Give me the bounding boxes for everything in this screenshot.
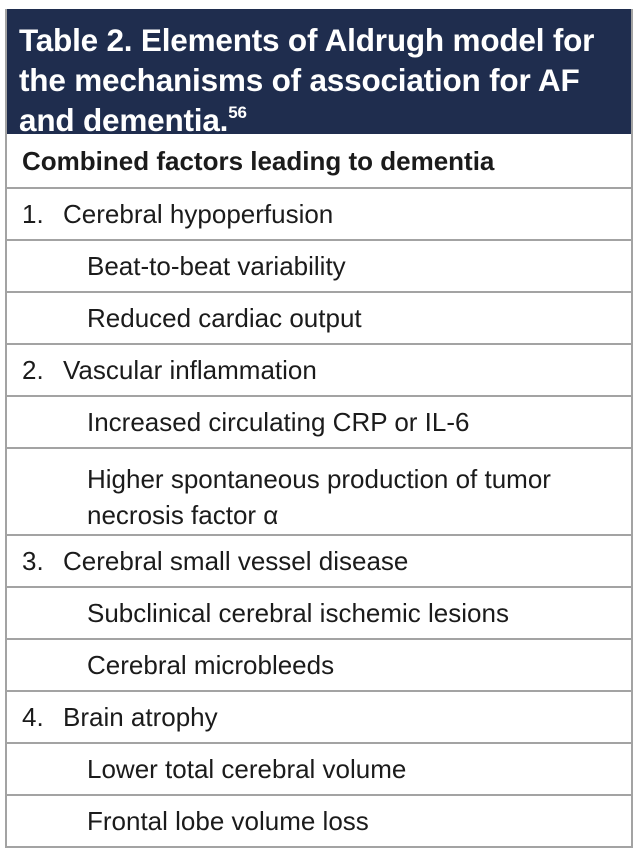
category-number: 1.	[22, 199, 44, 229]
factor-item: Lower total cerebral volume	[87, 754, 407, 784]
category-number: 2.	[22, 355, 44, 385]
category-label: Vascular inflammation	[63, 355, 317, 385]
category-label: Brain atrophy	[63, 702, 218, 732]
category-number: 3.	[22, 546, 44, 576]
table-row: Subclinical cerebral ischemic lesions	[7, 586, 631, 638]
table-row: Lower total cerebral volume	[7, 742, 631, 794]
factor-item: Cerebral microbleeds	[87, 650, 335, 680]
category-row-brain-atrophy: 4. Brain atrophy	[7, 690, 631, 742]
column-header-text: Combined factors leading to dementia	[22, 145, 495, 176]
category-row-vascular-inflammation: 2. Vascular inflammation	[7, 343, 631, 395]
table-title: Table 2. Elements of Aldrugh model for t…	[19, 20, 621, 140]
factor-item: Beat-to-beat variability	[87, 251, 346, 281]
table-title-text: Table 2. Elements of Aldrugh model for t…	[19, 22, 595, 138]
factor-item: Subclinical cerebral ischemic lesions	[87, 598, 509, 628]
table-row: Higher spontaneous production of tumor n…	[7, 447, 631, 534]
factor-item: Reduced cardiac output	[87, 303, 362, 333]
factor-item: Frontal lobe volume loss	[87, 806, 369, 836]
table-row: Cerebral microbleeds	[7, 638, 631, 690]
category-number: 4.	[22, 702, 44, 732]
column-header: Combined factors leading to dementia	[7, 134, 631, 187]
table-row: Reduced cardiac output	[7, 291, 631, 343]
category-row-cerebral-hypoperfusion: 1. Cerebral hypoperfusion	[7, 187, 631, 239]
table-title-block: Table 2. Elements of Aldrugh model for t…	[7, 9, 631, 138]
table-row: Beat-to-beat variability	[7, 239, 631, 291]
table-2: Table 2. Elements of Aldrugh model for t…	[5, 9, 633, 848]
table-row: Increased circulating CRP or IL-6	[7, 395, 631, 447]
factor-item: Higher spontaneous production of tumor n…	[87, 464, 551, 530]
category-label: Cerebral small vessel disease	[63, 546, 409, 576]
category-row-cerebral-small-vessel-disease: 3. Cerebral small vessel disease	[7, 534, 631, 586]
factor-item: Increased circulating CRP or IL-6	[87, 407, 470, 437]
category-label: Cerebral hypoperfusion	[63, 199, 334, 229]
citation-superscript: 56	[228, 102, 247, 122]
table-row: Frontal lobe volume loss	[7, 794, 631, 846]
